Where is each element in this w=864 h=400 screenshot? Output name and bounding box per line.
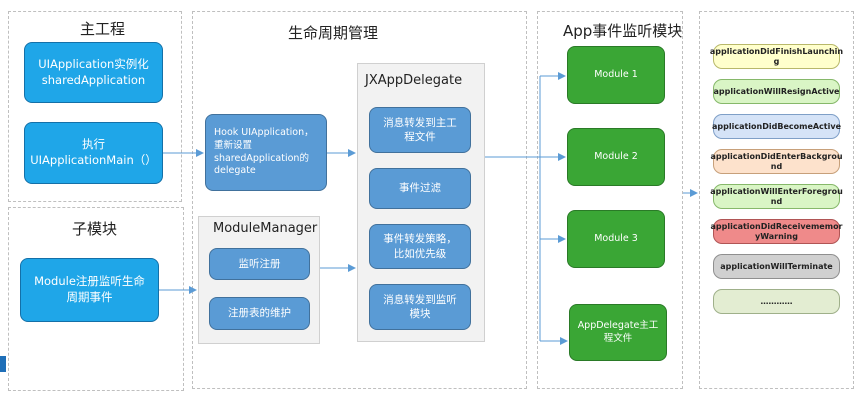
corner-accent xyxy=(0,356,6,372)
submodule-panel xyxy=(8,207,184,391)
jx-app-delegate-title: JXAppDelegate xyxy=(365,73,463,88)
registry-maintenance-box: 注册表的维护 xyxy=(209,297,310,330)
app-modules-title: App事件监听模块 xyxy=(563,22,683,40)
events-panel xyxy=(699,11,854,389)
module-manager-title: ModuleManager xyxy=(213,221,318,236)
module-3-box: Module 3 xyxy=(567,210,665,268)
lifecycle-title: 生命周期管理 xyxy=(288,24,379,42)
event-will-resign-active: applicationWillResignActive xyxy=(713,79,840,104)
submodule-title: 子模块 xyxy=(72,220,118,238)
event-filter-box: 事件过滤 xyxy=(369,168,471,209)
module-1-box: Module 1 xyxy=(567,46,665,104)
listen-register-box: 监听注册 xyxy=(209,248,310,280)
app-modules-panel xyxy=(537,11,683,389)
forward-to-main-box: 消息转发到主工程文件 xyxy=(369,107,471,153)
appdelegate-main-box: AppDelegate主工程文件 xyxy=(569,304,667,361)
forward-to-modules-box: 消息转发到监听模块 xyxy=(369,284,471,330)
main-project-title: 主工程 xyxy=(80,20,126,38)
event-more-ellipsis: ………… xyxy=(713,289,840,314)
lifecycle-panel xyxy=(192,11,527,389)
hook-uiapplication-box: Hook UIApplication， 重新设置 sharedApplicati… xyxy=(205,114,327,191)
main-project-panel xyxy=(8,11,182,202)
event-will-terminate: applicationWillTerminate xyxy=(713,254,840,279)
forward-strategy-box: 事件转发策略，比如优先级 xyxy=(369,224,471,269)
module-register-box: Module注册监听生命周期事件 xyxy=(20,258,159,322)
event-did-become-active: applicationDidBecomeActive xyxy=(712,114,841,139)
module-2-box: Module 2 xyxy=(567,128,665,186)
